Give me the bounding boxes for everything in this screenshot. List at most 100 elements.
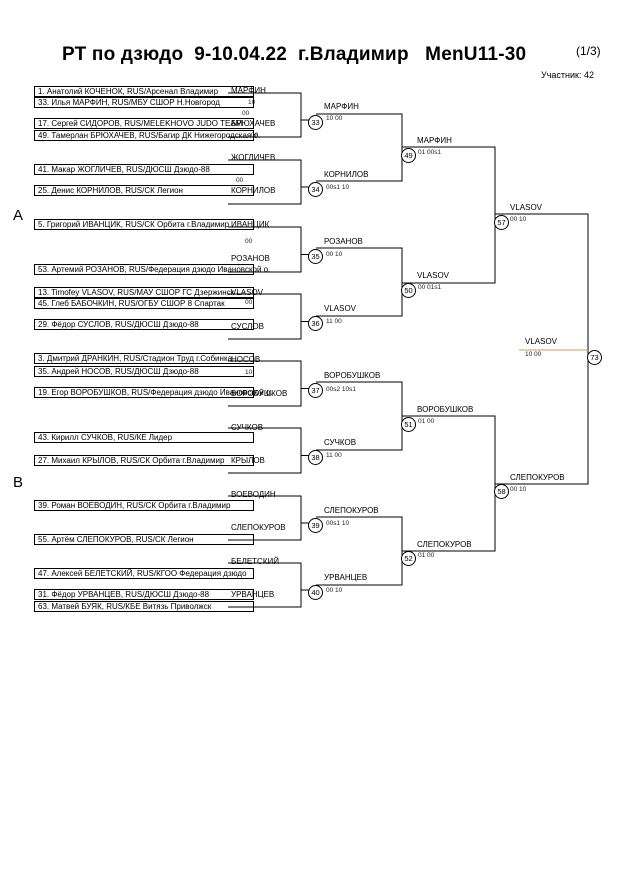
- match-number: 34: [308, 182, 323, 197]
- match-number: 73: [587, 350, 602, 365]
- competitor-entry: 63. Матвей БУЯК, RUS/КБЕ Витязь Приволжс…: [34, 601, 254, 612]
- winner-label: СЛЕПОКУРОВ: [324, 506, 379, 515]
- winner-label: УРВАНЦЕВ: [231, 590, 275, 599]
- score-text: 00s1 10: [326, 184, 350, 191]
- bracket-r1-5: [228, 360, 302, 407]
- bracket-r1-6: [228, 427, 302, 474]
- competitor-entry: 39. Роман ВОЕВОДИН, RUS/СК Орбита г.Влад…: [34, 500, 254, 511]
- competitor-entry: 47. Алексей БЕЛЕТСКИЙ, RUS/КГОО Федераци…: [34, 568, 254, 579]
- winner-label: РОЗАНОВ: [324, 237, 363, 246]
- score-text: 00: [251, 132, 259, 139]
- winner-label: МАРФИН: [417, 136, 452, 145]
- winner-label: КОРНИЛОВ: [324, 170, 369, 179]
- winner-label: ВОРОБУШКОВ: [231, 389, 288, 398]
- match-number: 36: [308, 316, 323, 331]
- bracket-r1-2: [228, 159, 302, 205]
- competitor-entry: 45. Глеб БАБОЧКИН, RUS/ОГБУ СШОР 8 Спарт…: [34, 298, 254, 309]
- participant-count: Участник: 42: [541, 70, 594, 80]
- score-text: 00 10: [510, 216, 527, 223]
- score-text: 00 10: [326, 587, 343, 594]
- winner-label: VLASOV: [324, 304, 357, 313]
- section-label-a: A: [13, 207, 24, 224]
- competitor-entry: 53. Артемий РОЗАНОВ, RUS/Федерация дзюдо…: [34, 264, 270, 275]
- winner-label: СУЧКОВ: [324, 438, 357, 447]
- winner-label: ВОРОБУШКОВ: [417, 405, 474, 414]
- bracket-r3-2: [402, 415, 496, 552]
- winner-label: РОЗАНОВ: [231, 254, 270, 263]
- score-text: 00 10: [510, 486, 527, 493]
- match-number: 38: [308, 450, 323, 465]
- bracket-r1-7: [228, 495, 302, 541]
- winner-label: МАРФИН: [231, 86, 266, 95]
- winner-label: БРЮХАЧЕВ: [231, 119, 276, 128]
- competitor-entry: 33. Илья МАРФИН, RUS/МБУ СШОР Н.Новгород: [34, 97, 254, 108]
- bracket-r1-1: [228, 92, 302, 138]
- winner-label: VLASOV: [525, 337, 558, 346]
- competitor-entry: 31. Фёдор УРВАНЦЕВ, RUS/ДЮСШ Дзюдо-88: [34, 589, 254, 600]
- competitor-entry: 3. Дмитрий ДРАНКИН, RUS/Стадион Труд г.С…: [34, 353, 254, 364]
- bracket-r3-1: [402, 146, 496, 284]
- score-text: 00: [242, 110, 250, 117]
- score-text: 01 00s1: [418, 149, 442, 156]
- competitor-entry: 35. Андрей НОСОВ, RUS/ДЮСШ Дзюдо-88: [34, 366, 254, 377]
- competitor-entry: 41. Макар ЖОГЛИЧЕВ, RUS/ДЮСШ Дзюдо-88: [34, 164, 254, 175]
- competitor-entry: 19. Егор ВОРОБУШКОВ, RUS/Федерация дзюдо…: [34, 387, 273, 398]
- score-text: 00: [245, 238, 253, 245]
- score-text: 00 01s1: [418, 284, 442, 291]
- page-title: РТ по дзюдо 9-10.04.22 г.Владимир MenU11…: [62, 44, 527, 65]
- match-number: 51: [401, 417, 416, 432]
- match-number: 37: [308, 383, 323, 398]
- score-text: 01 00: [418, 418, 435, 425]
- winner-label: МАРФИН: [324, 102, 359, 111]
- winner-label: VLASOV: [231, 288, 264, 297]
- score-text: 00s1 10: [326, 520, 350, 527]
- winner-label: КОРНИЛОВ: [231, 186, 276, 195]
- bracket-r2-2: [316, 247, 403, 317]
- bracket-r1-8: [228, 562, 302, 608]
- competitor-entry: 13. Timofey VLASOV, RUS/МАУ СШОР ГС Дзер…: [34, 287, 254, 298]
- page-indicator: (1/3): [576, 44, 601, 58]
- score-text: 00s2 10s1: [326, 386, 356, 393]
- score-text: 00: [236, 177, 244, 184]
- competitor-entry: 43. Кирилл СУЧКОВ, RUS/КЕ Лидер: [34, 432, 254, 443]
- winner-label: ИВАНЦИК: [231, 220, 270, 229]
- competitor-entry: 49. Тамерлан БРЮХАЧЕВ, RUS/Багир ДК Ниже…: [34, 130, 260, 141]
- match-number: 33: [308, 115, 323, 130]
- winner-label: ЖОГЛИЧЕВ: [231, 153, 276, 162]
- score-text: 01 00: [418, 552, 435, 559]
- match-number: 57: [494, 215, 509, 230]
- score-text: 00 10: [326, 251, 343, 258]
- winner-label: КРЫЛОВ: [231, 456, 265, 465]
- bracket-r4: [495, 213, 589, 485]
- score-text: 00: [245, 299, 253, 306]
- match-number: 40: [308, 585, 323, 600]
- match-number: 39: [308, 518, 323, 533]
- winner-label: НОСОВ: [231, 355, 261, 364]
- winner-label: СЛЕПОКУРОВ: [510, 473, 565, 482]
- match-number: 50: [401, 283, 416, 298]
- match-number: 58: [494, 484, 509, 499]
- winner-label: УРВАНЦЕВ: [324, 573, 368, 582]
- score-text: 10 00: [326, 115, 343, 122]
- competitor-entry: 1. Анатолий КОЧЕНОК, RUS/Арсенал Владими…: [34, 86, 254, 97]
- match-number: 52: [401, 551, 416, 566]
- score-text: 10: [245, 369, 253, 376]
- match-number: 35: [308, 249, 323, 264]
- score-text: 11 00: [326, 318, 342, 325]
- winner-label: СУЧКОВ: [231, 423, 264, 432]
- competitor-entry: 25. Денис КОРНИЛОВ, RUS/СК Легион: [34, 185, 254, 196]
- competitor-entry: 5. Григорий ИВАНЦИК, RUS/СК Орбита г.Вла…: [34, 219, 254, 230]
- score-text: 10: [248, 99, 256, 106]
- section-label-b: B: [13, 474, 24, 491]
- competitor-entry: 55. Артём СЛЕПОКУРОВ, RUS/СК Легион: [34, 534, 254, 545]
- score-text: 10 00: [525, 351, 542, 358]
- score-text: 11 00: [326, 452, 342, 459]
- competitor-entry: 29. Фёдор СУСЛОВ, RUS/ДЮСШ Дзюдо-88: [34, 319, 254, 330]
- winner-label: СЛЕПОКУРОВ: [231, 523, 286, 532]
- winner-label: VLASOV: [417, 271, 450, 280]
- winner-label: СЛЕПОКУРОВ: [417, 540, 472, 549]
- winner-label: ВОРОБУШКОВ: [324, 371, 381, 380]
- competitor-entry: 27. Михаил КРЫЛОВ, RUS/СК Орбита г.Влади…: [34, 455, 254, 466]
- competitor-entry: 17. Сергей СИДОРОВ, RUS/MELEKHOVO JUDO T…: [34, 118, 254, 129]
- bracket-r1-3: [228, 226, 302, 273]
